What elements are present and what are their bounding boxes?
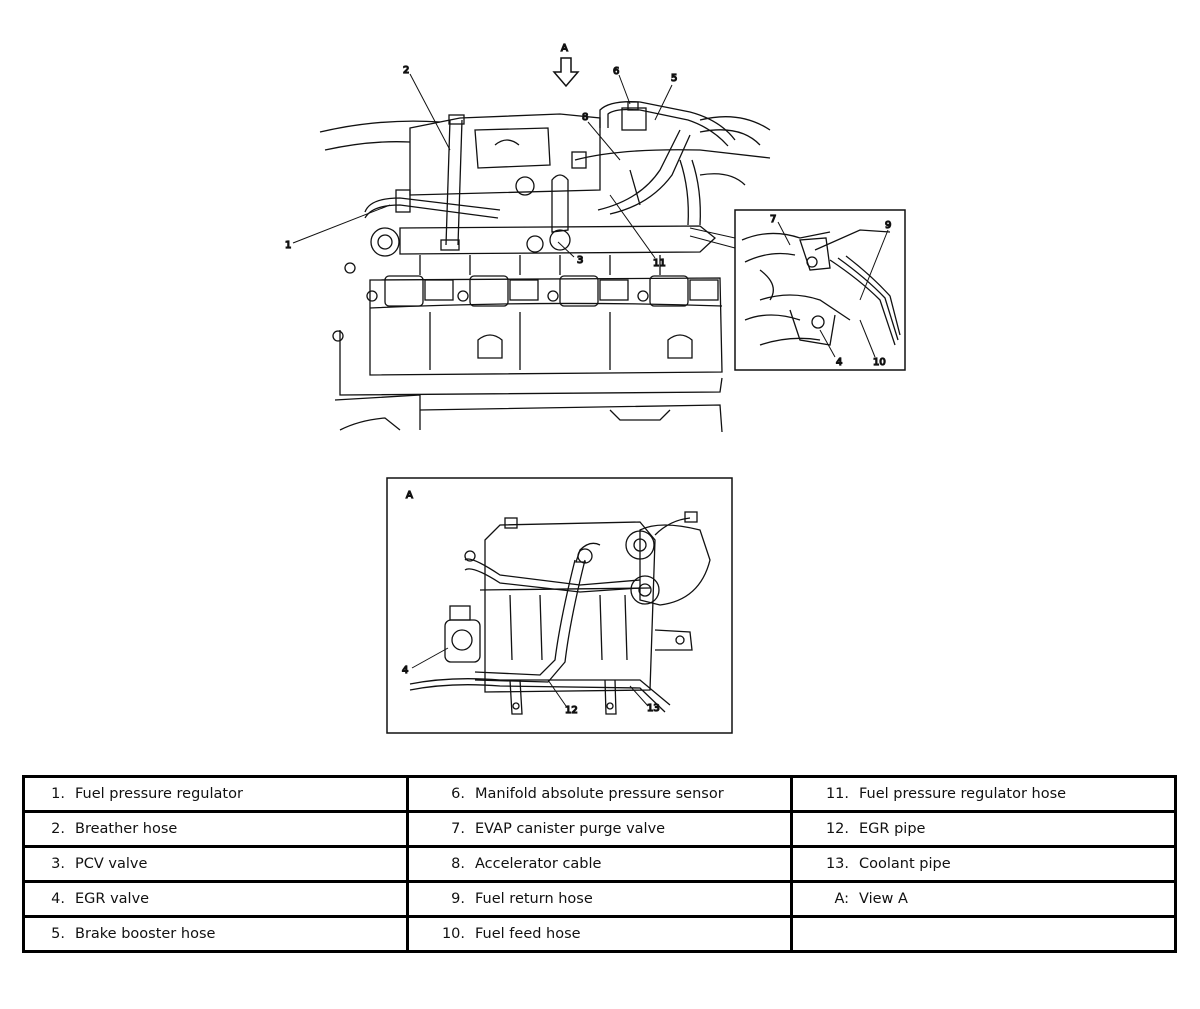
legend-number: 2. <box>51 821 65 837</box>
legend-cell: 3. PCV valve <box>22 845 409 883</box>
legend-cell: 2. Breather hose <box>22 810 409 848</box>
inset-a-label: A <box>406 490 413 501</box>
legend-cell: 11. Fuel pressure regulator hose <box>790 775 1177 813</box>
legend-cell: 13. Coolant pipe <box>790 845 1177 883</box>
callout-7: 7 <box>770 214 776 225</box>
legend-number: 7. <box>451 821 465 837</box>
legend-text: Manifold absolute pressure sensor <box>475 786 724 802</box>
legend-text: PCV valve <box>75 856 148 872</box>
legend-cell <box>790 915 1177 953</box>
legend-text: Coolant pipe <box>859 856 951 872</box>
legend-text: EGR pipe <box>859 821 926 837</box>
callout-5: 5 <box>671 73 677 84</box>
legend-table: 1. Fuel pressure regulator 6. Manifold abso… <box>22 775 1177 953</box>
legend-row: 5. Brake booster hose 10. Fuel feed hose <box>22 915 1177 953</box>
legend-number: 10. <box>441 926 465 942</box>
legend-text: Breather hose <box>75 821 178 837</box>
legend-text: Fuel pressure regulator hose <box>859 786 1067 802</box>
view-a-label: A <box>561 43 568 54</box>
legend-cell: 8. Accelerator cable <box>406 845 793 883</box>
legend-row: 4. EGR valve 9. Fuel return hose A: View A <box>22 880 1177 918</box>
legend-text: Brake booster hose <box>75 926 216 942</box>
callout-1: 1 <box>285 240 291 251</box>
callout-4: 4 <box>836 357 842 368</box>
legend-text: Accelerator cable <box>475 856 602 872</box>
legend-text: EVAP canister purge valve <box>475 821 666 837</box>
legend-text: Fuel return hose <box>475 891 593 907</box>
callout-8: 8 <box>582 112 588 123</box>
callout-2: 2 <box>403 65 409 76</box>
legend-text: Fuel feed hose <box>475 926 581 942</box>
legend-cell: 4. EGR valve <box>22 880 409 918</box>
legend-cell: 1. Fuel pressure regulator <box>22 775 409 813</box>
callout-6: 6 <box>613 66 619 77</box>
legend-row: 1. Fuel pressure regulator 6. Manifold abso… <box>22 775 1177 813</box>
legend-number: 4. <box>51 891 65 907</box>
callout-9: 9 <box>885 220 891 231</box>
engine-top-view <box>292 57 771 433</box>
callout-3: 3 <box>577 255 583 266</box>
legend-number: 13. <box>825 856 849 872</box>
view-a-arrow <box>552 57 580 88</box>
engine-diagram: 1 2 3 6 5 8 11 A 7 9 4 10 <box>284 42 906 734</box>
legend-cell: 9. Fuel return hose <box>406 880 793 918</box>
legend-number: 11. <box>825 786 849 802</box>
legend-text: View A <box>859 891 908 907</box>
view-a-inset <box>386 477 733 734</box>
callout-4b: 4 <box>402 665 408 676</box>
legend-number: 6. <box>451 786 465 802</box>
callout-12: 12 <box>565 705 578 716</box>
legend-number: A: <box>834 891 849 907</box>
detail-inset-right <box>734 209 906 371</box>
legend-cell: 7. EVAP canister purge valve <box>406 810 793 848</box>
callout-11: 11 <box>653 258 666 269</box>
legend-row: 3. PCV valve 8. Accelerator cable 13. Coolant… <box>22 845 1177 883</box>
legend-number: 5. <box>51 926 65 942</box>
legend-cell: A: View A <box>790 880 1177 918</box>
legend-cell: 5. Brake booster hose <box>22 915 409 953</box>
legend-cell: 12. EGR pipe <box>790 810 1177 848</box>
legend-number: 1. <box>51 786 65 802</box>
legend-number: 3. <box>51 856 65 872</box>
legend-number: 12. <box>825 821 849 837</box>
callout-13: 13 <box>647 703 660 714</box>
callout-10: 10 <box>873 357 886 368</box>
legend-text: Fuel pressure regulator <box>75 786 243 802</box>
legend-row: 2. Breather hose 7. EVAP canister purge val… <box>22 810 1177 848</box>
legend-text: EGR valve <box>75 891 150 907</box>
legend-number: 9. <box>451 891 465 907</box>
legend-cell: 6. Manifold absolute pressure sensor <box>406 775 793 813</box>
legend-number: 8. <box>451 856 465 872</box>
legend-cell: 10. Fuel feed hose <box>406 915 793 953</box>
